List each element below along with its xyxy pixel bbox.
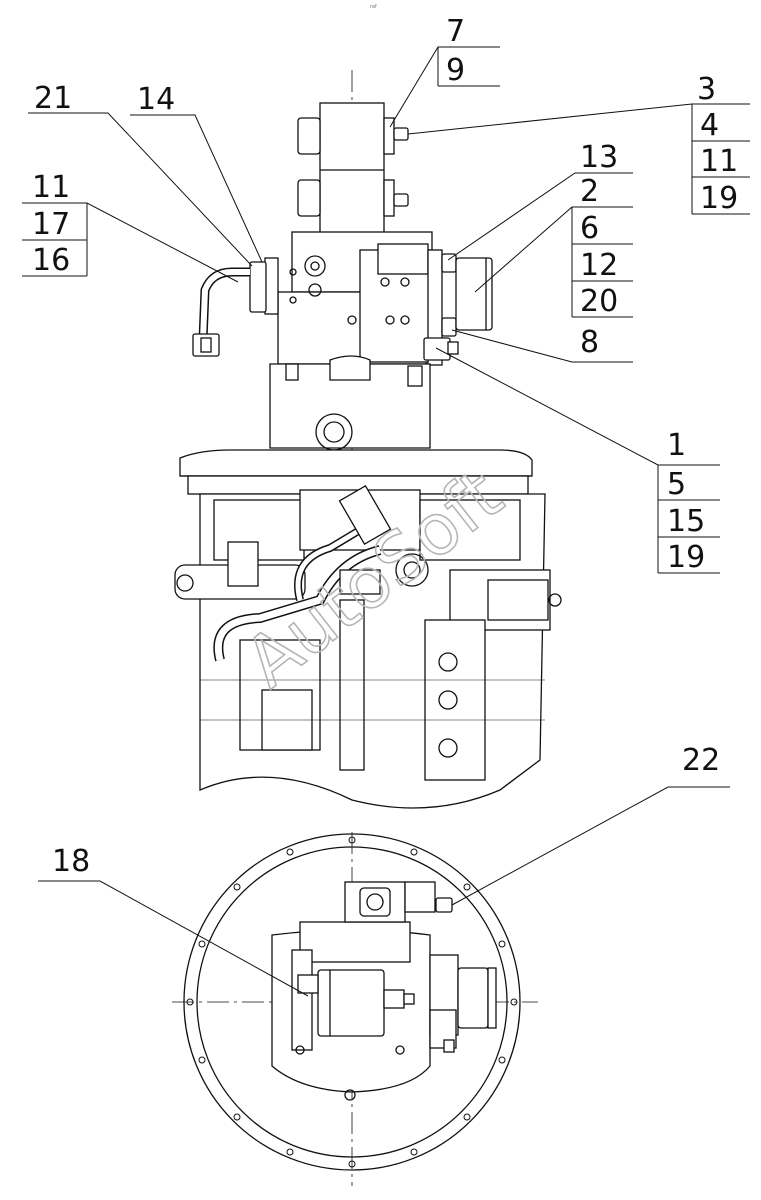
callout-11-left: 11 bbox=[32, 170, 70, 205]
callout-7: 7 bbox=[446, 14, 465, 49]
callout-13: 13 bbox=[580, 140, 618, 175]
callout-6: 6 bbox=[580, 211, 599, 246]
leader-18 bbox=[38, 880, 309, 997]
callout-9: 9 bbox=[446, 53, 465, 88]
callout-19-bottom: 19 bbox=[667, 540, 705, 575]
callout-15: 15 bbox=[667, 504, 705, 539]
header-note: ref bbox=[370, 4, 377, 10]
leader-14 bbox=[130, 114, 263, 263]
callout-22: 22 bbox=[682, 743, 720, 778]
callout-17: 17 bbox=[32, 207, 70, 242]
callout-5: 5 bbox=[667, 467, 686, 502]
leader-21 bbox=[28, 112, 253, 267]
callout-19-top: 19 bbox=[700, 181, 738, 216]
callout-21: 21 bbox=[34, 81, 72, 116]
upper-assembly-view bbox=[174, 70, 562, 809]
callout-8: 8 bbox=[580, 325, 599, 360]
leader-13 bbox=[447, 172, 633, 261]
callout-12: 12 bbox=[580, 248, 618, 283]
leader-8 bbox=[451, 329, 633, 363]
callout-1: 1 bbox=[667, 428, 686, 463]
callout-3: 3 bbox=[697, 72, 716, 107]
callout-2: 2 bbox=[580, 174, 599, 209]
leader-7-9 bbox=[389, 46, 500, 128]
callout-labels: 7 9 3 4 11 19 21 14 11 17 16 13 2 6 12 2… bbox=[32, 14, 738, 879]
callout-14: 14 bbox=[137, 82, 175, 117]
callout-11-right: 11 bbox=[700, 144, 738, 179]
callout-16: 16 bbox=[32, 243, 70, 278]
callout-4: 4 bbox=[700, 108, 719, 143]
callout-18: 18 bbox=[52, 844, 90, 879]
leader-lines bbox=[22, 46, 750, 997]
lower-plan-view bbox=[172, 832, 538, 1186]
leader-3-4-11-19 bbox=[407, 103, 750, 135]
callout-20: 20 bbox=[580, 284, 618, 319]
leader-22 bbox=[451, 786, 730, 906]
